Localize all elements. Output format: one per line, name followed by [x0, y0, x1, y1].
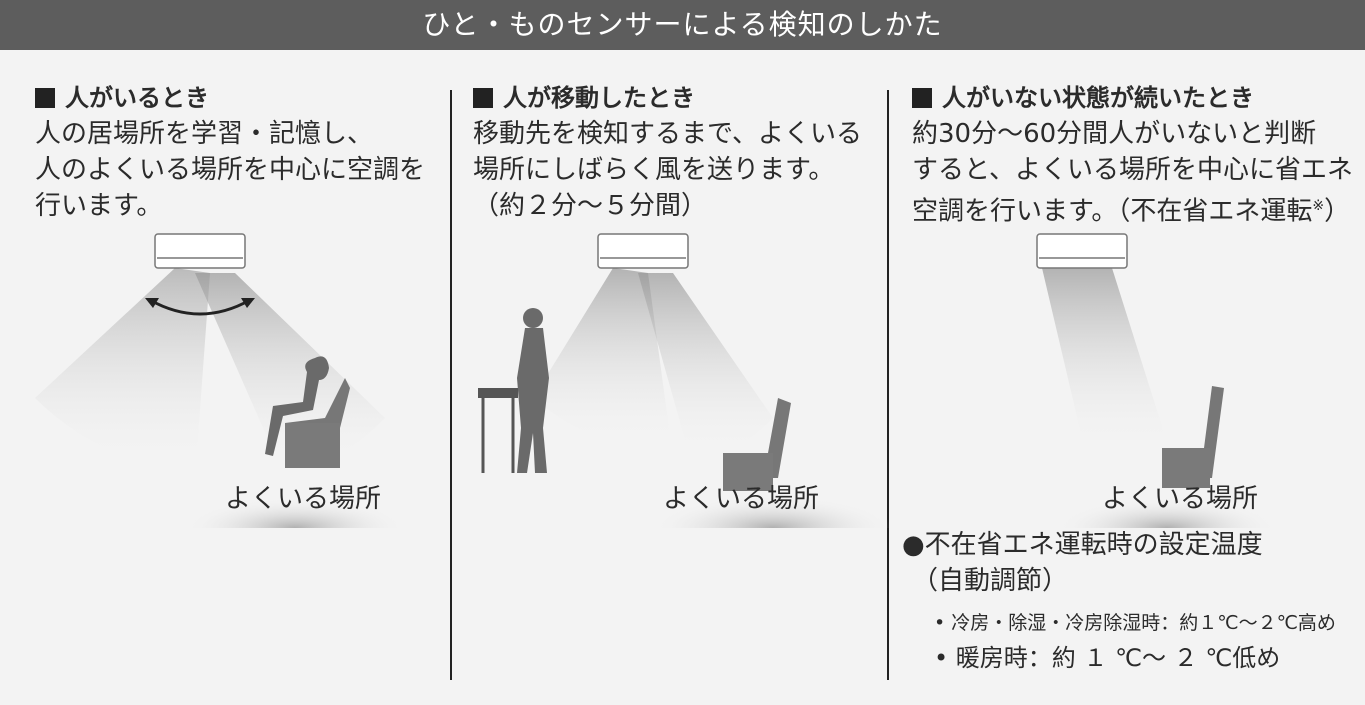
column-divider-2: [887, 90, 889, 680]
column-divider-1: [450, 90, 452, 680]
setting-temperature-note: ●不在省エネ運転時の設定温度: [902, 530, 1263, 560]
illustration-person-present: [35, 233, 405, 528]
place-label: よくいる場所: [663, 484, 820, 514]
panel-person-moved: 人が移動したとき 移動先を検知するまで、よくいる 場所にしばらく風を送ります。 …: [473, 78, 913, 688]
note-item-heating: • 暖房時：約 １ ℃〜 ２ ℃低め: [934, 644, 1281, 672]
panel-heading: 人が移動したとき: [473, 78, 695, 113]
frequent-place-shadow: [185, 498, 405, 528]
airflow-left: [533, 268, 673, 458]
air-conditioner-icon: [1036, 233, 1128, 269]
panel-person-absent: 人がいない状態が続いたとき 約30分〜60分間人がいないと判断 すると、よくいる…: [902, 78, 1353, 688]
phone-table-icon: [478, 388, 518, 398]
airflow-right: [638, 273, 773, 468]
panel-heading: 人がいるとき: [35, 78, 209, 113]
panel-heading: 人がいない状態が続いたとき: [912, 78, 1254, 113]
square-bullet-icon: [473, 88, 493, 108]
square-bullet-icon: [35, 88, 55, 108]
page-title: ひと・ものセンサーによる検知のしかた: [0, 0, 1365, 50]
swing-arrow-icon: [149, 298, 251, 316]
air-conditioner-icon: [154, 233, 246, 269]
standing-person-icon: [523, 308, 543, 328]
airflow-down: [1042, 268, 1172, 461]
illustration-person-absent: [1036, 233, 1277, 528]
note-item-cooling: • 冷房・除湿・冷房除湿時：約１℃〜２℃高め: [934, 612, 1336, 634]
frequent-place-shadow: [653, 496, 893, 528]
illustration-person-moved: [478, 233, 893, 528]
square-bullet-icon: [912, 88, 932, 108]
setting-temperature-subtitle: （自動調節）: [912, 566, 1069, 596]
air-conditioner-icon: [597, 233, 689, 269]
panel-description: 人の居場所を学習・記憶し、 人のよくいる場所を中心に空調を 行います。: [35, 119, 426, 221]
panel-person-present: 人がいるとき 人の居場所を学習・記憶し、 人のよくいる場所を中心に空調を 行いま…: [35, 78, 475, 688]
panel-description: 約30分〜60分間人がいないと判断 すると、よくいる場所を中心に省エネ 空調を行…: [912, 119, 1353, 227]
airflow-left: [35, 268, 210, 478]
frequent-place-shadow: [1057, 498, 1277, 528]
armchair-icon: [285, 378, 350, 428]
seated-person-icon: [265, 356, 329, 456]
place-label: よくいる場所: [225, 484, 382, 514]
panel-description: 移動先を検知するまで、よくいる 場所にしばらく風を送ります。 （約２分〜５分間）: [473, 119, 862, 221]
place-label: よくいる場所: [1102, 484, 1259, 514]
